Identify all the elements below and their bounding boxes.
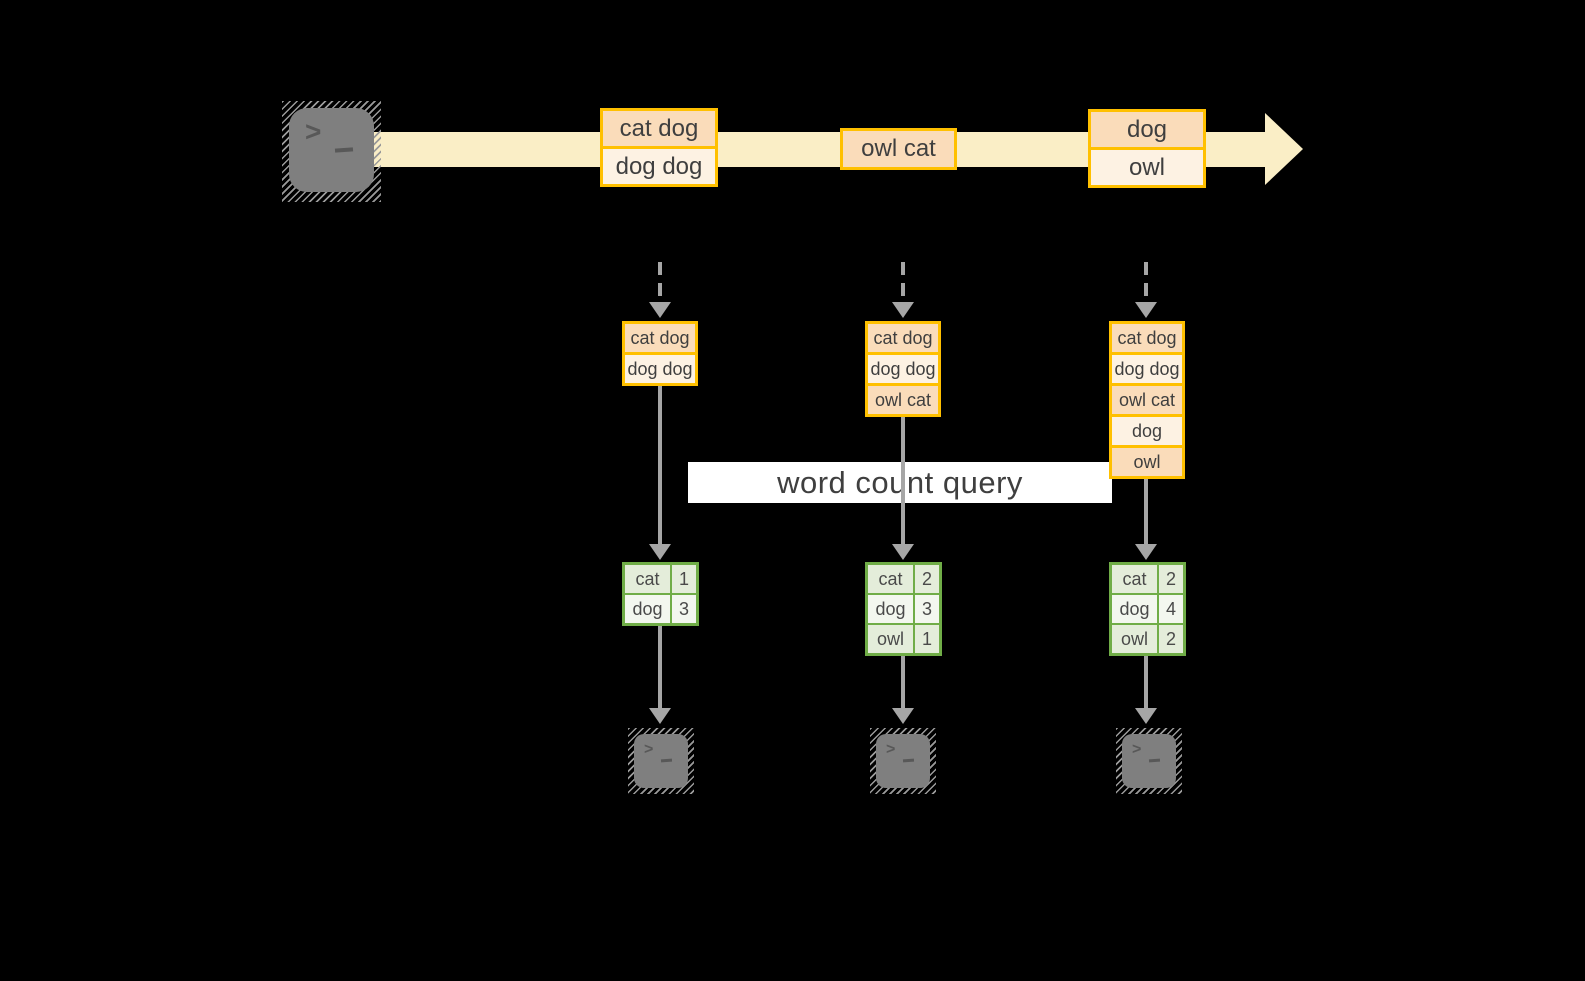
word-cell: owl [1112,625,1157,653]
batch-item: owl [1091,147,1203,185]
count-cell: 3 [915,595,939,623]
word-cell: dog [868,595,913,623]
prompt-underscore-icon [334,147,354,153]
state-item: dog [1112,414,1182,445]
state-item: cat dog [625,324,695,352]
count-cell: 1 [915,625,939,653]
source-terminal-icon: > [282,101,381,202]
prompt-icon: > [644,741,654,758]
count-cell: 2 [1159,565,1183,593]
wordcount-table-2: cat 2 dog 3 owl 1 [865,562,942,656]
sink-terminal-icon: > [1116,728,1182,794]
state-item: cat dog [1112,324,1182,352]
dashed-arrowhead-icon [649,302,671,318]
state-item: owl [1112,445,1182,476]
dashed-arrow [1144,262,1148,302]
state-item: dog dog [1112,352,1182,383]
prompt-icon: > [886,741,896,758]
count-cell: 4 [1159,595,1183,623]
stream-arrowhead-icon [1265,113,1303,185]
arrow [901,656,905,708]
arrow [901,417,905,544]
state-item: owl cat [868,383,938,414]
arrowhead-icon [649,544,671,560]
state-buffer-1: cat dog dog dog [622,321,698,386]
count-cell: 1 [672,565,696,593]
batch-item: owl cat [843,131,954,167]
sink-terminal-icon: > [870,728,936,794]
word-cell: dog [1112,595,1157,623]
word-cell: dog [625,595,670,623]
wordcount-table-3: cat 2 dog 4 owl 2 [1109,562,1186,656]
prompt-underscore-icon [1148,758,1161,763]
count-cell: 2 [915,565,939,593]
arrow [658,386,662,544]
arrowhead-icon [1135,708,1157,724]
prompt-icon: > [305,116,322,147]
word-cell: cat [1112,565,1157,593]
batch-box-2: owl cat [840,128,957,170]
prompt-underscore-icon [902,758,915,763]
arrowhead-icon [892,708,914,724]
arrowhead-icon [1135,544,1157,560]
dashed-arrow [901,262,905,302]
word-cell: cat [868,565,913,593]
batch-item: dog dog [603,146,715,184]
dashed-arrow [658,262,662,302]
prompt-underscore-icon [660,758,673,763]
prompt-icon: > [1132,741,1142,758]
dashed-arrowhead-icon [892,302,914,318]
arrow [658,626,662,708]
wordcount-table-1: cat 1 dog 3 [622,562,699,626]
count-cell: 3 [672,595,696,623]
state-item: dog dog [868,352,938,383]
batch-item: dog [1091,112,1203,147]
query-label: word count query [777,464,1023,500]
sink-terminal-icon: > [628,728,694,794]
batch-item: cat dog [603,111,715,146]
arrowhead-icon [892,544,914,560]
batch-box-1: cat dog dog dog [600,108,718,187]
arrow [1144,656,1148,708]
batch-box-3: dog owl [1088,109,1206,188]
dashed-arrowhead-icon [1135,302,1157,318]
word-cell: owl [868,625,913,653]
state-buffer-2: cat dog dog dog owl cat [865,321,941,417]
state-item: owl cat [1112,383,1182,414]
word-cell: cat [625,565,670,593]
state-item: cat dog [868,324,938,352]
arrow [1144,479,1148,544]
query-band: word count query [688,462,1112,503]
arrowhead-icon [649,708,671,724]
state-item: dog dog [625,352,695,383]
count-cell: 2 [1159,625,1183,653]
state-buffer-3: cat dog dog dog owl cat dog owl [1109,321,1185,479]
